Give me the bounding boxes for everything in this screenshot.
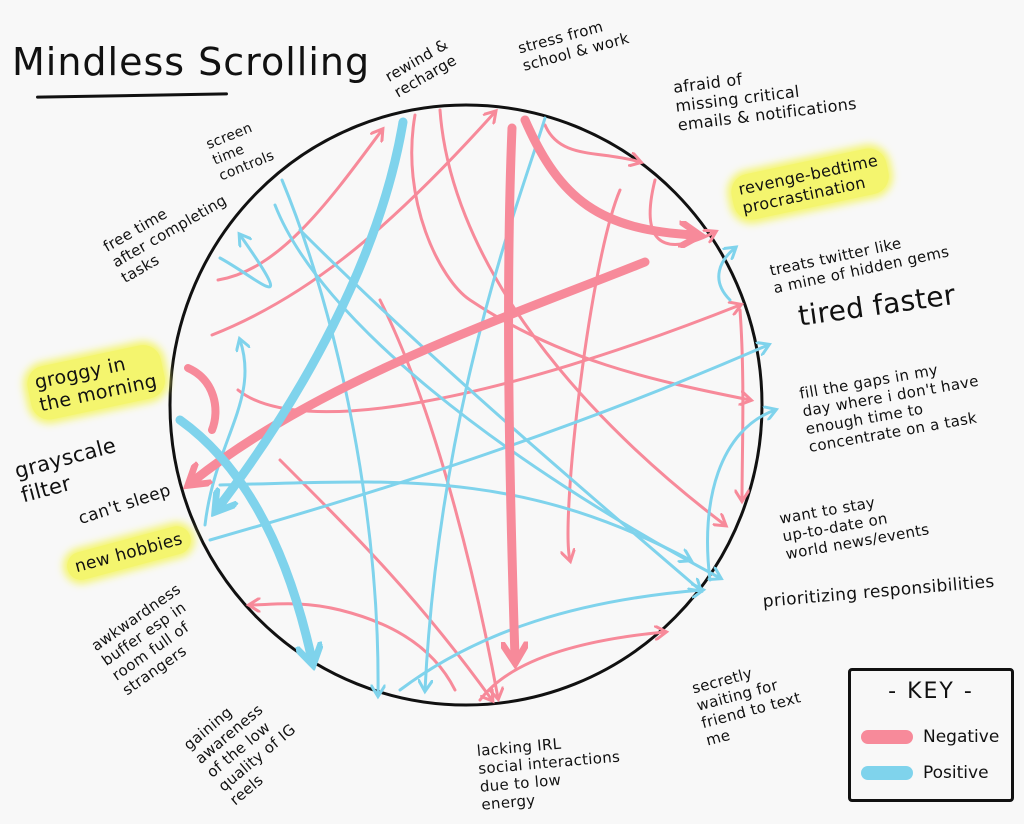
negative-arrow <box>250 604 457 692</box>
positive-arrow-strong <box>175 415 312 660</box>
positive-swatch <box>861 766 913 780</box>
negative-arrow <box>543 123 640 162</box>
negative-arrow <box>378 298 498 698</box>
positive-arrow <box>203 340 245 527</box>
legend-title: - KEY - <box>888 679 974 704</box>
positive-arrow <box>273 203 720 578</box>
positive-arrow <box>218 480 690 560</box>
positive-arrow <box>706 410 775 582</box>
positive-arrow <box>218 235 272 289</box>
positive-arrow <box>208 345 768 542</box>
legend-positive: Positive <box>861 763 989 783</box>
negative-arrow <box>278 458 492 700</box>
negative-arrow <box>740 308 743 500</box>
negative-arrow <box>410 113 750 400</box>
negative-arrow <box>478 632 665 702</box>
label-lacking-irl: lacking IRL social interactions due to l… <box>476 734 621 814</box>
negative-arrow-strong <box>184 364 220 434</box>
negative-arrow-strong <box>192 257 650 482</box>
negative-arrow <box>438 108 725 525</box>
legend-negative: Negative <box>861 727 999 747</box>
page-title: Mindless Scrolling <box>12 40 371 84</box>
negative-arrow-strong <box>520 115 695 235</box>
legend-negative-label: Negative <box>923 727 1000 747</box>
negative-arrow <box>568 188 622 560</box>
positive-arrow-strong <box>218 117 408 508</box>
negative-arrow-strong <box>509 123 515 658</box>
legend-positive-label: Positive <box>923 763 989 783</box>
legend-key: - KEY - Negative Positive <box>848 668 1014 802</box>
negative-arrow <box>216 130 382 282</box>
positive-arrow <box>280 178 378 695</box>
positive-arrow <box>717 248 735 302</box>
positive-arrow <box>398 590 702 692</box>
central-circle <box>168 103 764 707</box>
negative-swatch <box>861 730 913 744</box>
negative-arrow <box>210 112 495 337</box>
